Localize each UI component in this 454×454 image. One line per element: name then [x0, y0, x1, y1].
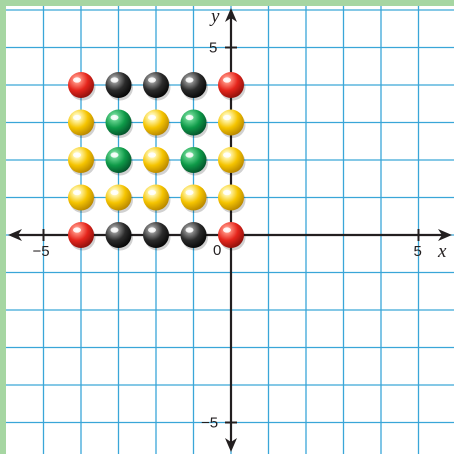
x-axis-name: x	[437, 241, 447, 262]
x-tick-label-5: 5	[414, 243, 422, 260]
y-tick-label-neg5: −5	[201, 415, 218, 432]
origin-label: 0	[213, 242, 221, 259]
y-tick-label-5: 5	[209, 40, 217, 57]
y-axis-name: y	[209, 6, 220, 27]
x-tick-label-neg5: −5	[33, 243, 50, 260]
